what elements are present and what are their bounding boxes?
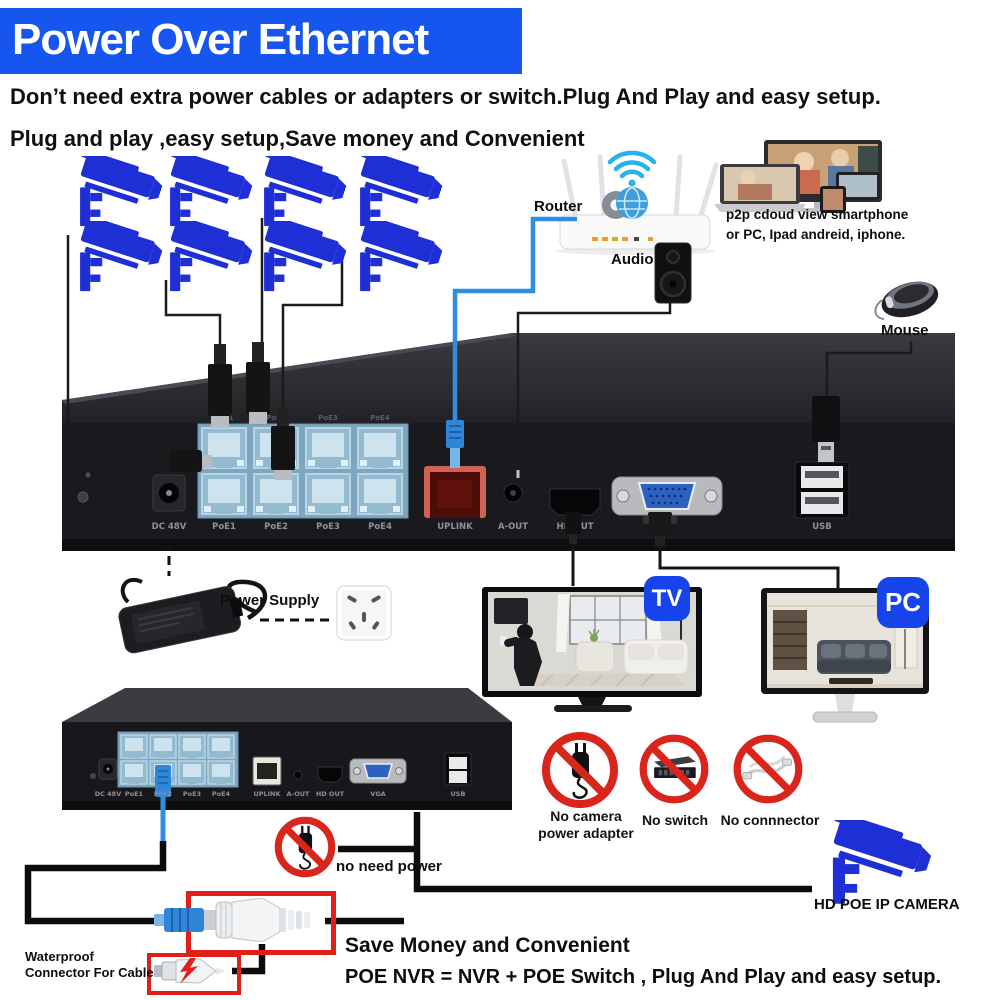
svg-text:A-OUT: A-OUT [287,790,311,798]
lightning-icon [180,958,198,984]
uplink-port [424,466,486,518]
hd-poe-camera-label: HD POE IP CAMERA [814,896,960,913]
poe-port [253,473,299,515]
camera-icon [160,156,254,228]
p2p-caption-1: p2p cdoud view smartphone [726,207,909,222]
svg-text:PoE3: PoE3 [183,790,201,798]
poe2-label: PoE2 [264,522,288,532]
burglar-figure [500,624,542,686]
no-camera-power-label: No camera power adapter [538,808,634,841]
camera-icon [254,156,348,228]
waterproof-connector [154,898,310,942]
svg-text:UPLINK: UPLINK [253,790,281,798]
no-need-power-sign [274,816,336,878]
poe4-label: PoE4 [368,522,392,532]
no-connector-sign [733,734,803,804]
power-supply-label: Power Supply [220,592,320,609]
svg-text:PoE4: PoE4 [212,790,231,798]
camera-icon [350,221,444,293]
title-banner: Power Over Ethernet [0,8,522,74]
cloud-globe-icon [616,187,648,219]
poe-port [357,427,403,469]
svg-text:HD OUT: HD OUT [316,790,345,798]
usb-ports [794,461,850,519]
no-need-power-label: no need power [336,858,442,875]
mouse-label: Mouse [881,322,929,339]
no-switch-sign [639,734,709,804]
usb-ports [444,752,472,786]
hdmi-port [317,766,343,783]
camera-icon [70,156,164,228]
vga-port [611,476,723,516]
svg-text:PoE3: PoE3 [318,414,338,422]
no-connector-label: No connnector [720,812,820,828]
svg-text:PoE1: PoE1 [125,790,144,798]
footer-line-2: POE NVR = NVR + POE Switch , Plug And Pl… [345,966,942,988]
router-antennas [561,154,719,222]
poe-port [305,473,351,515]
mouse [874,281,939,320]
tv-badge: TV [644,576,690,621]
hd-poe-camera-icon [812,820,942,906]
screw [77,491,89,503]
nvr1-top-face [62,333,955,423]
audio-out-jack [293,770,303,780]
wifi-icon [607,150,657,187]
poe1-label: PoE1 [212,522,236,532]
waterproof-label: Waterproof Connector For Cable [25,949,154,980]
usb-label: USB [812,522,832,532]
poe-port [253,427,299,469]
svg-text:PoE4: PoE4 [370,414,390,422]
hdmi-port [549,488,601,516]
footer-line-1: Save Money and Convenient [345,934,630,957]
poe-port [357,473,403,515]
blue-rj45-plug [155,765,171,797]
camera-icon [254,221,348,293]
camera-icon [70,221,164,293]
speaker [654,242,692,304]
svg-text:DC 48V: DC 48V [95,790,122,798]
hd-out-label: HD OUT [556,522,593,532]
nvr-secondary: DC 48V PoE1 PoE2 PoE3 PoE4 UPLINK A-OUT … [62,688,512,810]
svg-text:PoE2: PoE2 [266,414,286,422]
uplink-port [252,756,282,786]
intro-line-2: Plug and play ,easy setup,Save money and… [10,126,585,151]
nvr2-top-face [62,688,512,722]
router-label: Router [534,198,583,215]
page-title: Power Over Ethernet [12,15,429,64]
dc-power-jack [152,474,186,512]
svg-text:PoE2: PoE2 [154,790,172,798]
poe-port [201,473,247,515]
a-out-label: A-OUT [498,522,528,532]
poe-port [201,427,247,469]
no-power-adapter-sign [542,732,618,808]
dc-power-jack [98,758,118,780]
svg-text:VGA: VGA [370,790,385,798]
poe-port [305,427,351,469]
poe3-label: PoE3 [316,522,340,532]
no-switch-label: No switch [641,812,709,828]
power-brick [118,578,268,654]
smart-devices-cluster [714,140,882,213]
dc-label: DC 48V [152,522,187,532]
vga-port [349,758,407,784]
svg-text:USB: USB [451,790,466,798]
camera-icon [350,156,444,228]
uplink-label: UPLINK [437,522,473,532]
pc-badge: PC [877,577,929,628]
p2p-caption-2: or PC, Ipad andreid, iphone. [726,227,906,242]
audio-label: Audio [611,251,654,268]
intro-line-1: Don’t need extra power cables or adapter… [10,84,881,109]
waterproof-connector-small [154,958,226,984]
wall-socket [336,585,392,641]
nvr-main: DC 48V PoE1 PoE2 PoE3 PoE4 UPLINK A-OUT … [62,333,955,551]
svg-text:PoE1: PoE1 [214,414,234,422]
camera-icon [160,221,254,293]
